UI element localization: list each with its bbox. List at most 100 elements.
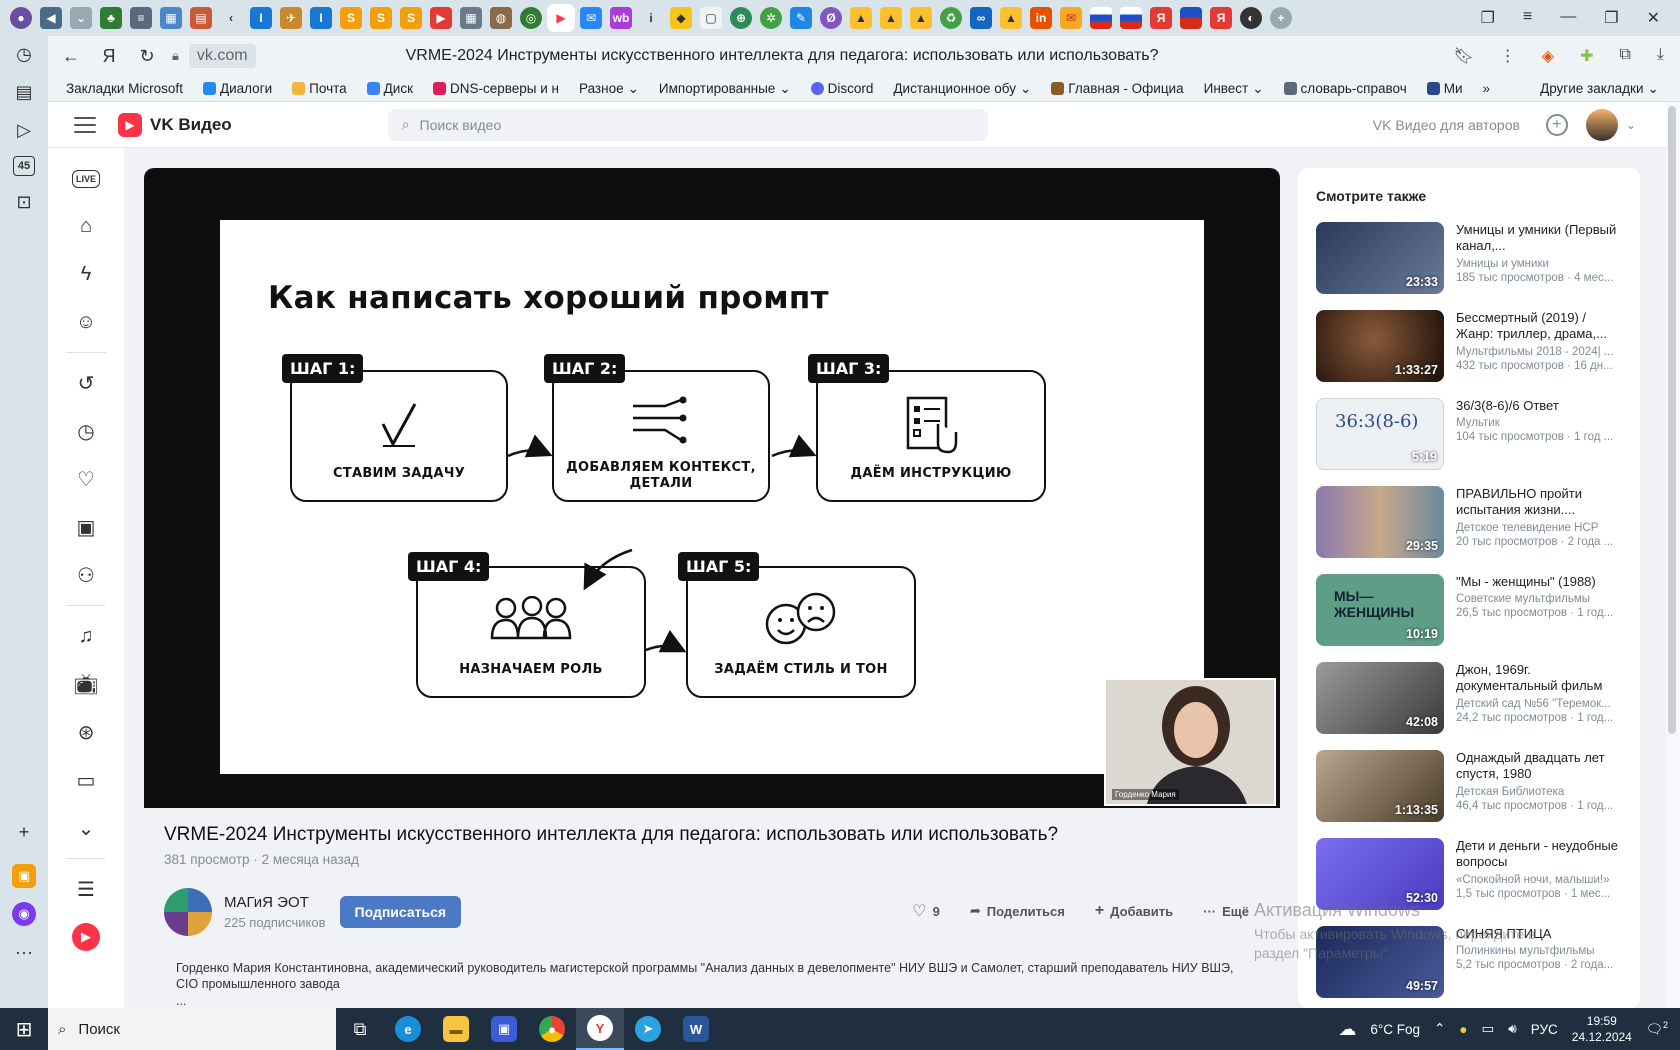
telegram-icon[interactable]: ➤ xyxy=(624,1008,672,1050)
related-channel[interactable]: Полинкины мультфильмы xyxy=(1456,945,1595,958)
tab-icon[interactable]: S xyxy=(340,7,362,29)
related-channel[interactable]: Детское телевидение НСР xyxy=(1456,521,1599,534)
tab-icon[interactable]: ⊕ xyxy=(730,7,752,29)
tab-icon[interactable]: ▲ xyxy=(880,7,902,29)
video-thumbnail[interactable]: 42:08 xyxy=(1316,662,1444,734)
tab-icon[interactable]: ◍ xyxy=(490,7,512,29)
close-icon[interactable]: ✕ xyxy=(1646,10,1660,27)
tray-chevron-up-icon[interactable]: ⌃ xyxy=(1433,1021,1446,1036)
bookmark-item[interactable]: Диалоги xyxy=(202,81,272,96)
sidebar-app-icon[interactable]: ▣ xyxy=(12,864,36,888)
hamburger-menu-icon[interactable] xyxy=(74,116,96,133)
tab-icon[interactable] xyxy=(1120,7,1142,29)
save-disk-icon[interactable]: ▣ xyxy=(480,1008,528,1050)
tab-icon[interactable]: ✉ xyxy=(580,7,602,29)
related-title[interactable]: СИНЯЯ ПТИЦА xyxy=(1456,926,1552,941)
like-button[interactable]: ♡9 xyxy=(901,894,951,928)
tab-icon[interactable]: S xyxy=(400,7,422,29)
kids-icon[interactable]: ☺ xyxy=(75,310,97,333)
tab-icon[interactable] xyxy=(1180,7,1202,29)
subscriptions-icon[interactable]: ⚇ xyxy=(77,564,95,587)
bookmark-item[interactable]: Ми xyxy=(1426,81,1463,96)
video-thumbnail[interactable]: МЫ—ЖЕНЩИНЫ 10:19 xyxy=(1316,574,1444,646)
notifications-icon[interactable]: 🗨︎2 xyxy=(1645,1020,1668,1037)
chevron-down-icon[interactable]: ⌄ xyxy=(1625,117,1636,132)
language-indicator[interactable]: РУС xyxy=(1530,1021,1558,1037)
related-title[interactable]: Однаждый двадцать лет спустя, 1980 xyxy=(1456,750,1605,782)
live-icon[interactable]: LIVE xyxy=(72,170,100,188)
related-channel[interactable]: Детский сад №56 "Теремок... xyxy=(1456,697,1611,710)
related-title[interactable]: Бессмертный (2019) / Жанр: триллер, драм… xyxy=(1456,310,1607,342)
collections-icon[interactable]: ▤ xyxy=(15,81,33,102)
tab-list-chevron-icon[interactable]: ⌄ xyxy=(70,7,92,29)
share-button[interactable]: ➦Поделиться xyxy=(958,894,1076,928)
tab-icon[interactable]: ✈ xyxy=(280,7,302,29)
tab-icon[interactable]: ▦ xyxy=(160,7,182,29)
podcast-icon[interactable]: ♫ xyxy=(78,624,94,647)
tab-icon[interactable]: ♻ xyxy=(940,7,962,29)
related-title[interactable]: "Мы - женщины" (1988) xyxy=(1456,574,1596,589)
tab-icon[interactable]: Я xyxy=(1150,7,1172,29)
word-icon[interactable]: W xyxy=(672,1008,720,1050)
media-play-icon[interactable]: ▷ xyxy=(17,119,31,140)
tab-icon[interactable]: in xyxy=(1030,7,1052,29)
tab-icon[interactable]: ◎ xyxy=(520,7,542,29)
tab-icon[interactable]: ∞ xyxy=(970,7,992,29)
authors-link[interactable]: VK Видео для авторов xyxy=(1372,116,1520,133)
bookmark-item[interactable]: Диск xyxy=(366,81,413,96)
video-thumbnail[interactable]: 36:3(8-6) 5:19 xyxy=(1316,398,1444,470)
tab-active-vk-video-icon[interactable]: ▶ xyxy=(550,7,572,29)
yandex-browser-icon[interactable]: Y xyxy=(576,1008,624,1050)
other-bookmarks-folder[interactable]: Другие закладки⌄ xyxy=(1540,81,1659,97)
history-icon[interactable]: ↺ xyxy=(77,372,95,395)
sidebar-more-icon[interactable]: ··· xyxy=(15,941,33,962)
bookmarks-overflow[interactable]: » xyxy=(1482,81,1491,96)
windows-start-icon[interactable]: ⊞ xyxy=(15,1018,33,1041)
menu-icon[interactable]: ≡ xyxy=(1522,8,1533,25)
tabs-view-icon[interactable]: ❐ xyxy=(1480,10,1495,27)
tab-icon[interactable]: ▢ xyxy=(700,7,722,29)
tv-icon[interactable]: 📺︎ xyxy=(73,673,99,696)
video-thumbnail[interactable]: 52:30 xyxy=(1316,838,1444,910)
related-title[interactable]: Джон, 1969г. документальный фильм xyxy=(1456,662,1603,694)
tab-icon[interactable]: i xyxy=(649,11,653,25)
film-reel-icon[interactable]: ⊛ xyxy=(77,721,95,744)
queue-list-icon[interactable]: ☰ xyxy=(77,878,95,901)
tab-icon[interactable]: S xyxy=(370,7,392,29)
tab-icon[interactable]: ♣ xyxy=(100,7,122,29)
bookmark-item[interactable]: Почта xyxy=(292,81,347,96)
user-avatar[interactable] xyxy=(1585,108,1618,141)
volume-icon[interactable]: 🔊︎ xyxy=(1508,1021,1517,1036)
related-video-item[interactable]: 23:33 Умницы и умники (Первый канал,...У… xyxy=(1316,222,1636,294)
weather-text[interactable]: 6°C Fog xyxy=(1370,1021,1420,1037)
video-thumbnail[interactable]: 29:35 xyxy=(1316,486,1444,558)
related-channel[interactable]: Мультфильмы 2018 - 2024| ... xyxy=(1456,345,1614,358)
home-icon[interactable]: ⌂ xyxy=(79,214,93,237)
bookmark-item[interactable]: DNS-серверы и н xyxy=(433,81,559,96)
reload-icon[interactable]: ↻ xyxy=(139,45,155,66)
tab-icon[interactable]: ✉ xyxy=(1060,7,1082,29)
tab-icon[interactable]: ◆ xyxy=(670,7,692,29)
chevron-down-icon[interactable]: ⌄ xyxy=(77,817,95,840)
tab-icon[interactable]: I xyxy=(250,7,272,29)
tab-icon[interactable]: ◐ xyxy=(1240,7,1262,29)
video-thumbnail[interactable]: 49:57 xyxy=(1316,926,1444,998)
bookmark-folder[interactable]: Инвест⌄ xyxy=(1204,81,1264,97)
tab-icon[interactable]: Ø xyxy=(820,7,842,29)
tab-icon[interactable]: ▦ xyxy=(460,7,482,29)
related-title[interactable]: Умницы и умники (Первый канал,... xyxy=(1456,222,1617,254)
taskbar-search[interactable]: ⌕ Поиск xyxy=(48,1008,336,1050)
bookmark-item[interactable]: Главная - Официа xyxy=(1051,81,1184,96)
bookmark-item[interactable]: словарь-справоч xyxy=(1283,81,1407,96)
more-options-icon[interactable]: ⋮ xyxy=(1499,48,1516,65)
edge-browser-icon[interactable]: e xyxy=(384,1008,432,1050)
new-tab-plus-icon[interactable]: + xyxy=(1270,7,1292,29)
chrome-icon[interactable]: ● xyxy=(528,1008,576,1050)
tab-icon[interactable]: ≡ xyxy=(130,7,152,29)
related-video-item[interactable]: 52:30 Дети и деньги - неудобные вопросы«… xyxy=(1316,838,1636,910)
related-channel[interactable]: Мультик xyxy=(1456,417,1500,430)
video-description[interactable]: Горденко Мария Константиновна, академиче… xyxy=(164,950,1260,1008)
related-video-item[interactable]: 1:13:35 Однаждый двадцать лет спустя, 19… xyxy=(1316,750,1636,822)
